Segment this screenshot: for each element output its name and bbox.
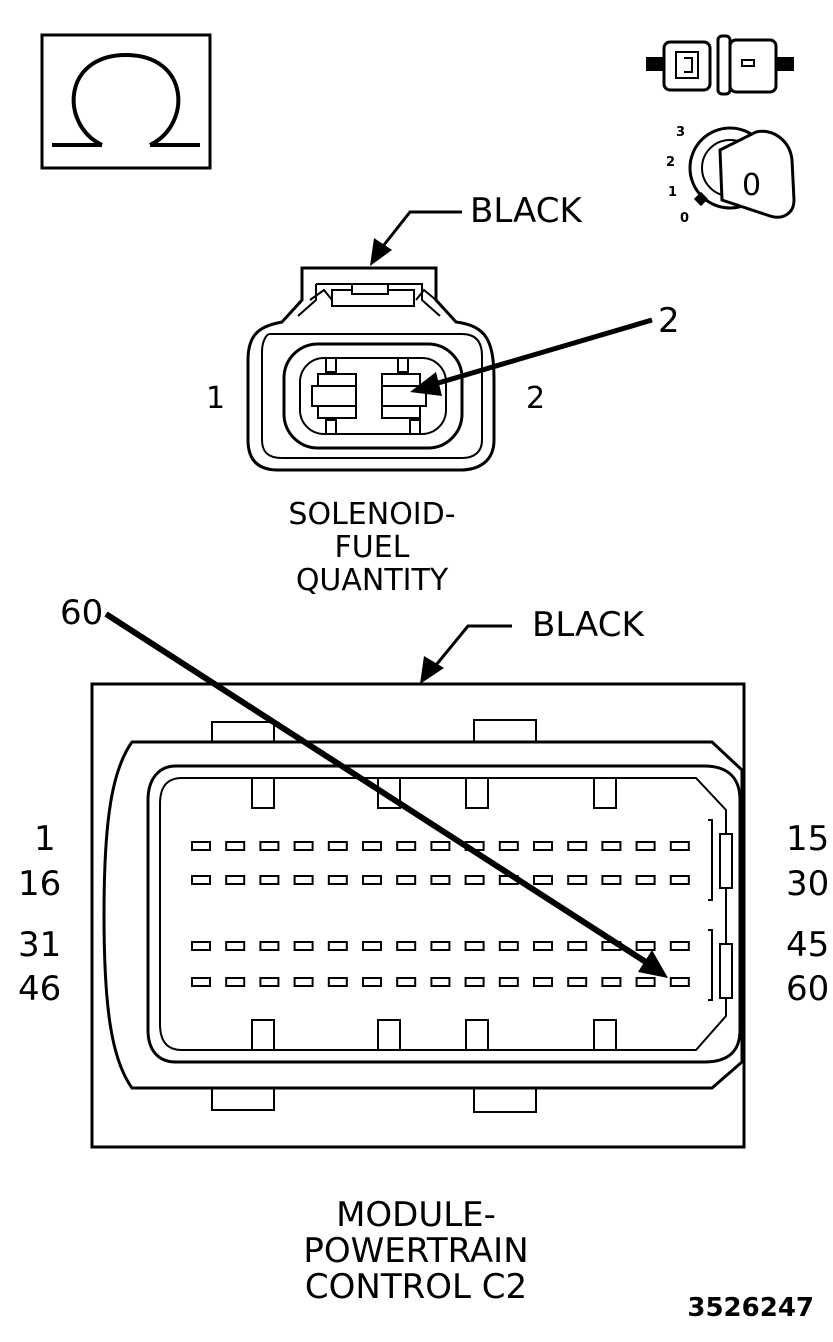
pcm-callout-label: 60 (60, 593, 103, 633)
pcm-pin-cavity-60 (669, 977, 690, 987)
pcm-pin-cavity-37 (396, 941, 417, 951)
pcm-pin-cavity-33 (259, 941, 280, 951)
pcm-pin-cavity-32 (225, 941, 246, 951)
pcm-pin-cavity-22 (396, 875, 417, 885)
solenoid-connector: BLACK 2 1 2 SOLE (206, 191, 680, 598)
pcm-pin-cavity-4 (293, 841, 314, 851)
pcm-pin-cavity-19 (293, 875, 314, 885)
pcm-pin-cavity-10 (498, 841, 519, 851)
pcm-pin-cavity-48 (259, 977, 280, 987)
pcm-pin-cavity-52 (396, 977, 417, 987)
pcm-pin-cavity-50 (327, 977, 348, 987)
pcm-pin-cavity-6 (362, 841, 382, 851)
pcm-pin-cavity-14 (635, 841, 656, 851)
pcm-pin-cavity-39 (464, 941, 485, 951)
pcm-pin-cavity-2 (225, 841, 246, 851)
pcm-pin-cavity-41 (533, 941, 553, 951)
pcm-pin-grid (191, 841, 690, 987)
pcm-pin-cavity-44 (635, 941, 656, 951)
pcm-pin-cavity-7 (396, 841, 417, 851)
pcm-pin-cavity-54 (464, 977, 485, 987)
solenoid-name-line3: QUANTITY (296, 563, 449, 598)
pcm-pin-cavity-49 (293, 977, 314, 987)
pcm-name-line3: CONTROL C2 (305, 1267, 527, 1307)
pcm-pin-cavity-45 (669, 941, 690, 951)
pcm-pin-cavity-53 (430, 977, 451, 987)
key-symbol: 0 (742, 168, 761, 203)
pcm-pin-cavity-21 (362, 875, 382, 885)
solenoid-pin-label-2: 2 (526, 381, 545, 416)
pcm-pin-cavity-28 (601, 875, 622, 885)
pcm-pin-cavity-8 (430, 841, 451, 851)
pcm-row-label-right-2: 30 (786, 864, 829, 904)
pcm-pin-cavity-30 (669, 875, 690, 885)
pcm-pin-cavity-55 (498, 977, 519, 987)
pcm-pin-cavity-31 (191, 941, 211, 951)
solenoid-callout-label: 2 (658, 301, 680, 341)
ignition-key-off-icon: 3 2 1 0 0 (666, 125, 796, 226)
key-position-1: 1 (668, 185, 677, 200)
pcm-pin-cavity-16 (191, 875, 211, 885)
pcm-color-label: BLACK (532, 605, 645, 645)
pcm-row-label-left-1: 1 (34, 819, 56, 859)
pcm-row-label-right-1: 15 (786, 819, 829, 859)
pcm-pin-cavity-17 (225, 875, 246, 885)
pcm-pin-cavity-13 (601, 841, 622, 851)
disconnected-connector-icon (646, 34, 794, 96)
pcm-row-label-left-4: 46 (18, 969, 61, 1009)
pcm-pin-cavity-26 (533, 875, 553, 885)
solenoid-name-line1: SOLENOID- (288, 497, 455, 532)
pcm-pin-cavity-34 (293, 941, 314, 951)
pcm-row-label-right-4: 60 (786, 969, 829, 1009)
pcm-pin-cavity-18 (259, 875, 280, 885)
pcm-pin-cavity-29 (635, 875, 656, 885)
pcm-row-label-left-3: 31 (18, 925, 61, 965)
pcm-pin-cavity-42 (567, 941, 588, 951)
pcm-pin-cavity-12 (567, 841, 588, 851)
pcm-pin-cavity-56 (533, 977, 553, 987)
pcm-pin-cavity-47 (225, 977, 246, 987)
solenoid-pin-label-1: 1 (206, 381, 225, 416)
pcm-pin-cavity-5 (327, 841, 348, 851)
pcm-pin-cavity-20 (327, 875, 348, 885)
pcm-pin-cavity-11 (533, 841, 553, 851)
pcm-pin-cavity-27 (567, 875, 588, 885)
pcm-pin-cavity-58 (601, 977, 622, 987)
pcm-name-line2: POWERTRAIN (303, 1231, 528, 1271)
pcm-pin-cavity-40 (498, 941, 519, 951)
pcm-pin-cavity-46 (191, 977, 211, 987)
figure-id: 3526247 (687, 1293, 814, 1323)
pcm-pin-cavity-35 (327, 941, 348, 951)
pcm-pin-cavity-57 (567, 977, 588, 987)
pcm-row-label-left-2: 16 (18, 864, 61, 904)
pcm-pin-cavity-3 (259, 841, 280, 851)
pcm-pin-cavity-51 (362, 977, 382, 987)
pcm-pin-cavity-59 (635, 977, 656, 987)
solenoid-name-line2: FUEL (335, 530, 410, 565)
pcm-pin-cavity-24 (464, 875, 485, 885)
solenoid-color-label: BLACK (470, 191, 583, 231)
solenoid-pin-1 (311, 357, 357, 435)
pcm-pin-cavity-15 (669, 841, 690, 851)
pcm-pin-cavity-36 (362, 941, 382, 951)
solenoid-pin-2 (381, 357, 427, 435)
pcm-row-label-right-3: 45 (786, 925, 829, 965)
key-position-3: 3 (676, 125, 685, 140)
pcm-name-line1: MODULE- (336, 1195, 496, 1235)
pcm-pin-cavity-38 (430, 941, 451, 951)
ohm-meter-icon (40, 33, 212, 170)
pcm-connector: BLACK 60 1 16 31 46 15 (18, 593, 829, 1307)
pcm-pin-cavity-23 (430, 875, 451, 885)
pcm-pin-cavity-1 (191, 841, 211, 851)
key-position-2: 2 (666, 155, 675, 170)
key-position-0: 0 (680, 211, 689, 226)
